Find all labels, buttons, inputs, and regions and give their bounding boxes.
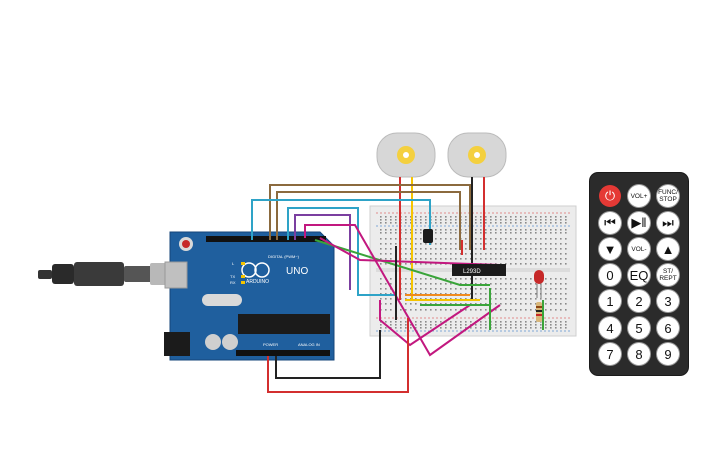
down-button[interactable]: ▼ [599,238,621,260]
num-3-button[interactable]: 3 [657,290,679,312]
wire-magenta [379,300,471,347]
wire-magenta [304,224,501,357]
num-2-button[interactable]: 2 [628,290,650,312]
power-analog-header [236,350,330,356]
prev-button[interactable]: ⏮ [599,212,621,234]
arduino-logo-icon [241,262,257,278]
wire-black [275,330,381,379]
digital-header-label: DIGITAL (PWM~) [268,254,300,259]
vol-down-button[interactable]: VOL- [628,238,650,260]
num-0-button[interactable]: 0 [599,264,621,286]
num-8-button[interactable]: 8 [628,343,650,365]
st-rept-button[interactable]: ST/ REPT [657,264,679,286]
dc-motor-left[interactable] [376,132,436,178]
capacitor [205,334,221,350]
microcontroller-chip [238,314,330,334]
resistor[interactable] [536,302,542,322]
wire-brown [269,184,471,250]
wire-purple [294,214,351,290]
eq-button[interactable]: EQ [628,264,650,286]
num-6-button[interactable]: 6 [657,317,679,339]
driver-chip-label: L293D [463,269,481,275]
dc-motor-right[interactable] [447,132,507,178]
wire-blue [287,207,395,296]
wire-magenta [319,237,501,266]
num-9-button[interactable]: 9 [657,343,679,365]
num-7-button[interactable]: 7 [599,343,621,365]
led-label-l: L [232,261,235,266]
led-label-tx: TX [230,274,235,279]
play-pause-button[interactable]: ▶‖ [628,212,650,234]
up-button[interactable]: ▲ [657,238,679,260]
num-5-button[interactable]: 5 [628,317,650,339]
arduino-model: UNO [286,266,308,277]
arduino-board[interactable]: DIGITAL (PWM~) ARDUINO UNO POWER ANALOG … [164,231,335,361]
analog-header-label: ANALOG IN [298,342,320,347]
power-jack [164,332,190,356]
led-label-rx: RX [230,280,236,285]
red-led[interactable] [534,270,544,298]
power-button[interactable]: ⏻ [599,185,621,207]
wire-blue [251,199,431,245]
power-header-label: POWER [263,342,278,347]
capacitor [222,334,238,350]
vol-up-button[interactable]: VOL+ [628,185,650,207]
l293d-driver-chip[interactable]: L293D [452,264,506,276]
arduino-brand: ARDUINO [246,279,269,285]
ir-receiver[interactable] [423,229,433,243]
wire-brown [276,191,461,250]
num-1-button[interactable]: 1 [599,290,621,312]
usb-port [164,261,188,289]
func-stop-button[interactable]: FUNC/ STOP [657,185,679,207]
next-button[interactable]: ⏭ [657,212,679,234]
crystal [202,294,242,306]
wire-red [267,318,409,393]
num-4-button[interactable]: 4 [599,317,621,339]
digital-header [206,236,326,242]
usb-cable [38,262,180,286]
wire-green [314,239,490,286]
wires [251,177,544,393]
